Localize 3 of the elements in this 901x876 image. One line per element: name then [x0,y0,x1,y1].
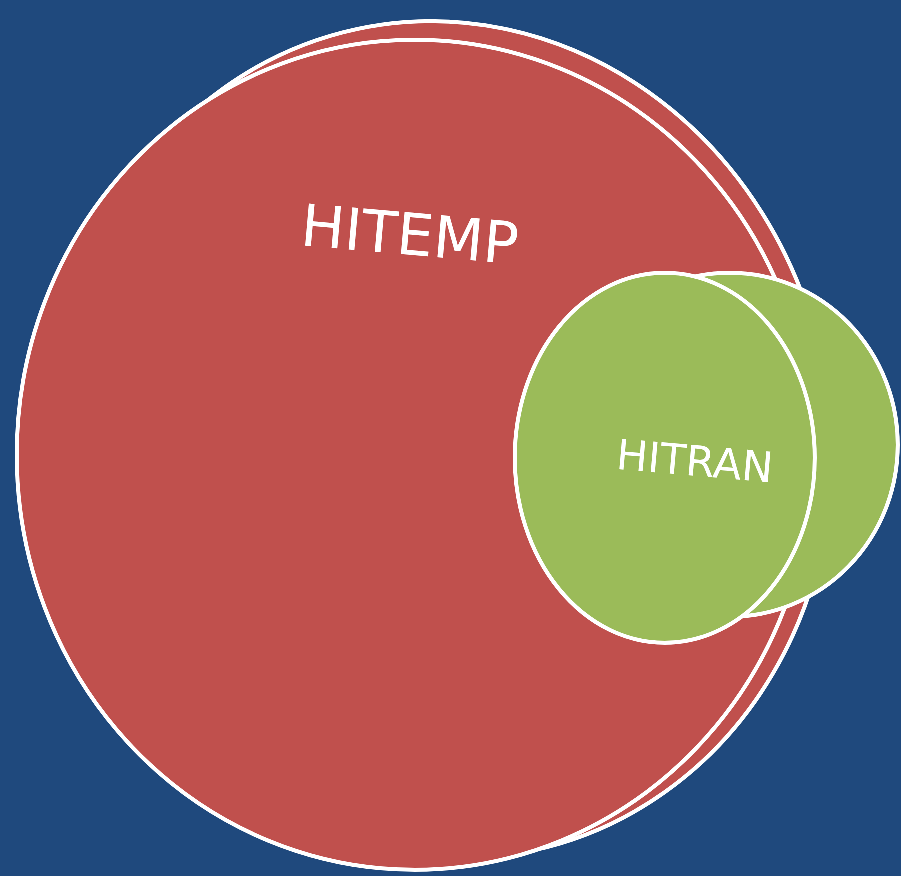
region-label: HITRAN [614,434,776,490]
region-label: HITEMP [298,196,522,274]
venn-ellipse [514,268,901,648]
